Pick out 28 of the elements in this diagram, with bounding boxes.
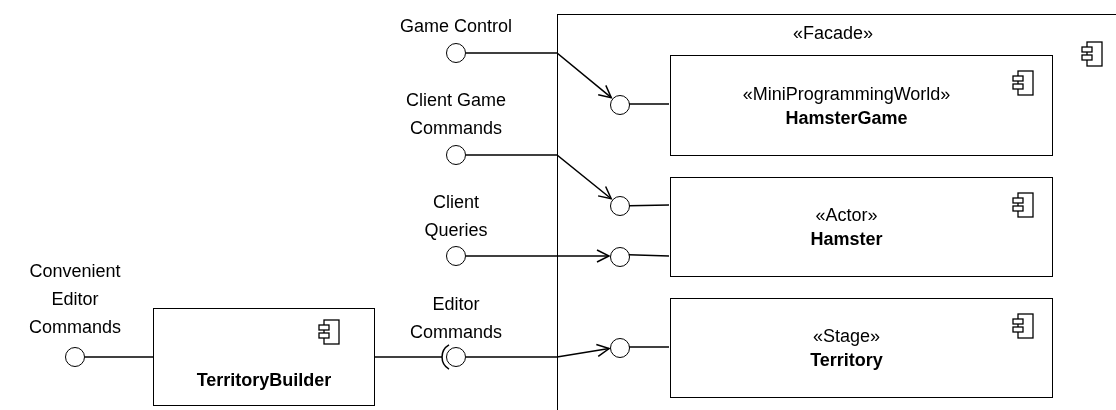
arrow bbox=[465, 343, 610, 358]
component-box bbox=[670, 55, 1053, 156]
interface-label: Convenient Editor Commands bbox=[28, 260, 122, 339]
connector-line bbox=[628, 204, 670, 207]
stereotype-label: «MiniProgrammingWorld» bbox=[742, 82, 951, 106]
connector-line bbox=[84, 356, 154, 358]
component-name: TerritoryBuilder bbox=[196, 369, 332, 392]
required-interface-line bbox=[374, 344, 450, 370]
component-name: Territory bbox=[810, 349, 883, 372]
connector-line bbox=[628, 346, 670, 348]
component-box bbox=[153, 308, 375, 406]
component-box bbox=[670, 177, 1053, 277]
stereotype-label: «Facade» bbox=[791, 22, 875, 45]
stereotype-label: «Stage» bbox=[812, 325, 881, 348]
facade-component bbox=[557, 14, 1116, 410]
component-name: Hamster bbox=[810, 228, 883, 251]
interface-label: Client Game Commands bbox=[404, 89, 507, 140]
interface-label: Game Control bbox=[398, 15, 513, 38]
component-name: HamsterGame bbox=[785, 106, 908, 130]
arrow bbox=[465, 249, 610, 263]
stereotype-label: «Actor» bbox=[815, 204, 878, 227]
arrow bbox=[465, 154, 612, 200]
interface-label: Editor Commands bbox=[409, 293, 503, 344]
component-box bbox=[670, 298, 1053, 398]
arrow bbox=[465, 52, 613, 99]
interface-label: Client Queries bbox=[423, 191, 489, 242]
connector-line bbox=[628, 103, 670, 105]
connector-line bbox=[628, 254, 670, 257]
